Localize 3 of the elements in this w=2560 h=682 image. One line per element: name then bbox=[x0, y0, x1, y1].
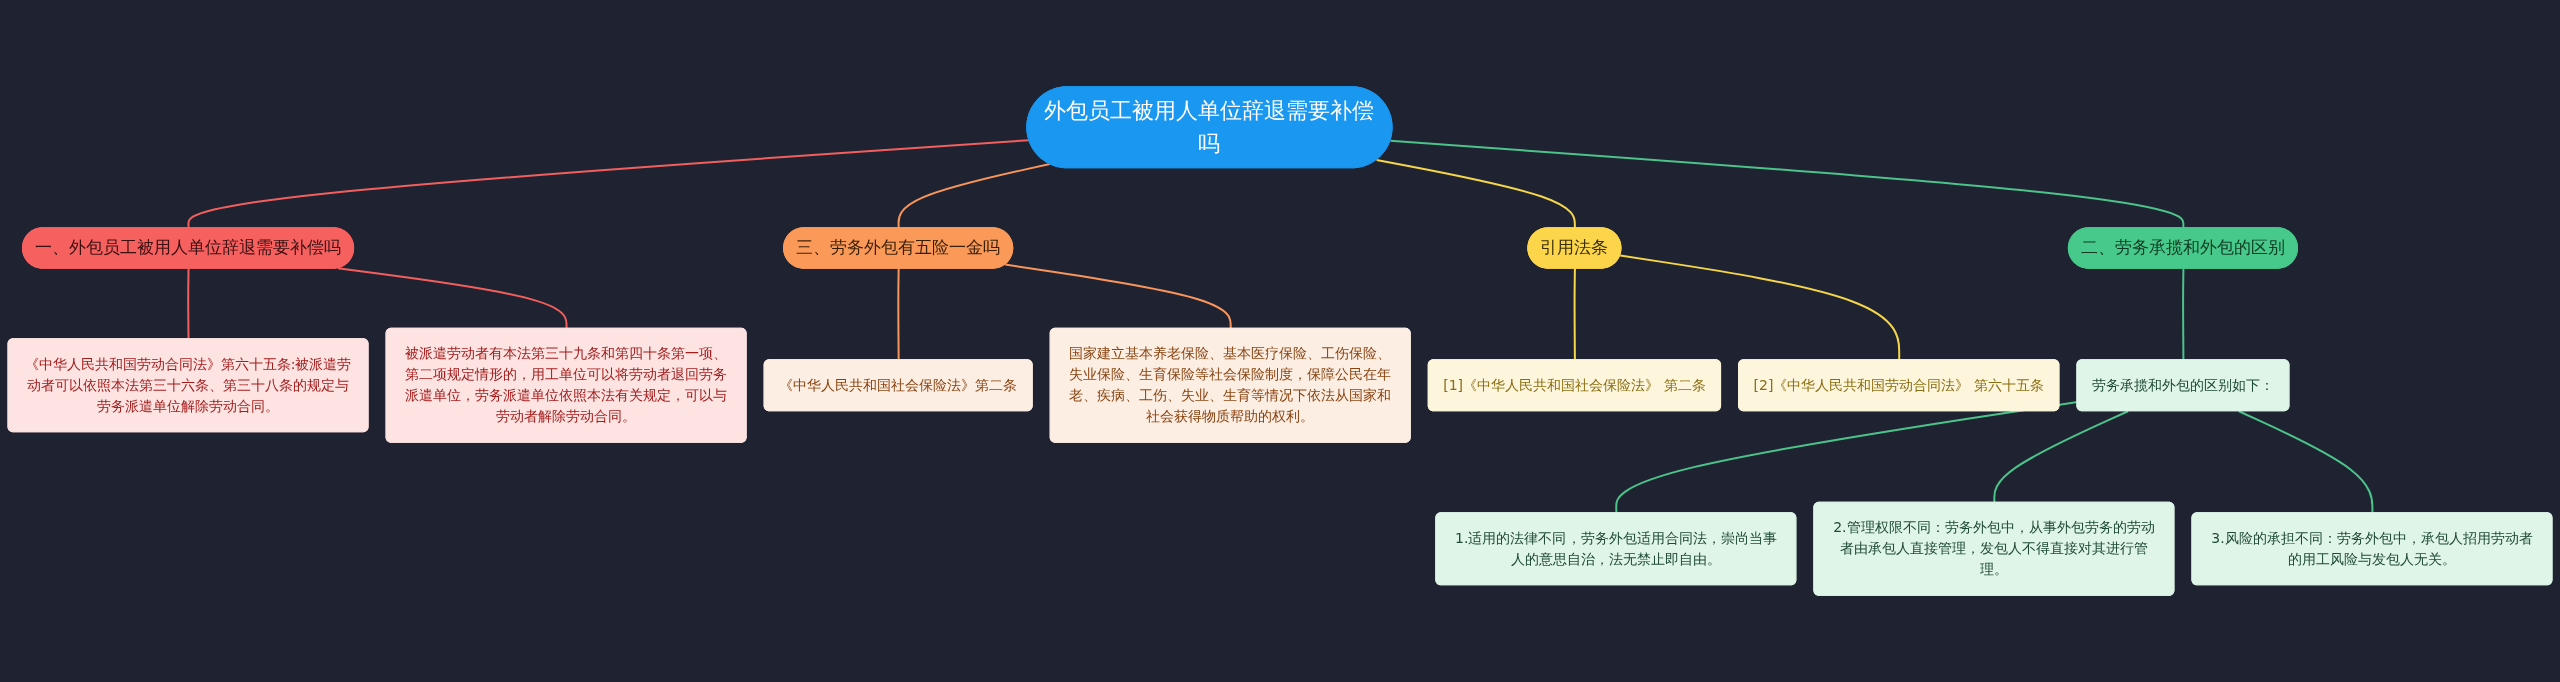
connector bbox=[1993, 410, 2130, 504]
connector bbox=[1004, 263, 1232, 330]
connector bbox=[336, 267, 568, 330]
